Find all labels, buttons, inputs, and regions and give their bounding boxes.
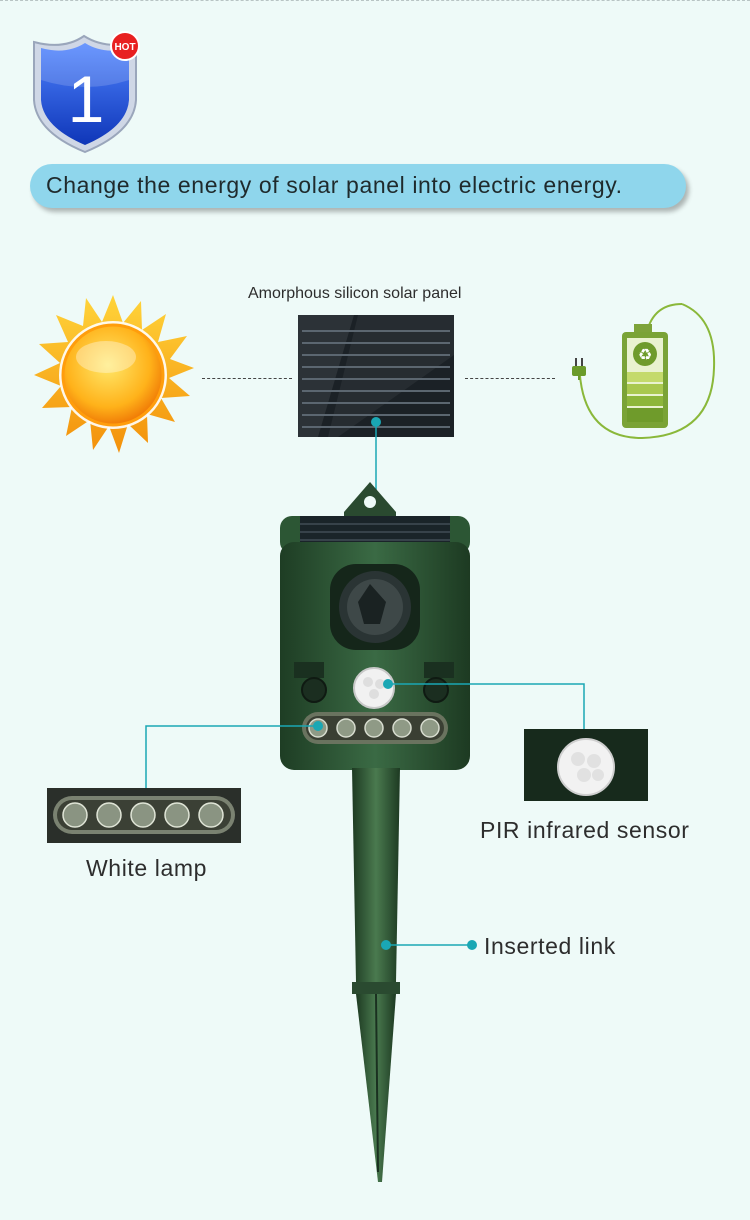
connector-sun-panel <box>202 378 292 379</box>
hot-tag <box>110 31 140 61</box>
svg-text:♻: ♻ <box>638 345 652 364</box>
solar-panel-image <box>298 315 454 437</box>
shield-badge: 1 HOT <box>33 31 140 154</box>
pir-sensor-image <box>524 729 648 801</box>
pir-sensor-label: PIR infrared sensor <box>480 817 690 843</box>
badge-number: 1 <box>68 62 105 136</box>
connector-panel-battery <box>465 378 555 379</box>
plug-icon <box>572 358 586 380</box>
white-lamp-label: White lamp <box>86 855 208 881</box>
hot-tag-text: HOT <box>114 42 135 53</box>
banner-text: Change the energy of solar panel into el… <box>46 172 623 198</box>
top-divider <box>0 0 750 1</box>
device-image <box>280 482 470 1182</box>
white-lamp-image <box>47 788 241 843</box>
sun-icon <box>34 295 194 453</box>
battery-icon: ♻ <box>572 303 716 440</box>
banner: Change the energy of solar panel into el… <box>30 164 686 208</box>
inserted-link-label: Inserted link <box>484 933 616 959</box>
solar-panel-label: Amorphous silicon solar panel <box>248 285 462 302</box>
callout-inserted-link <box>381 940 477 950</box>
recycle-icon: ♻ <box>633 342 657 366</box>
